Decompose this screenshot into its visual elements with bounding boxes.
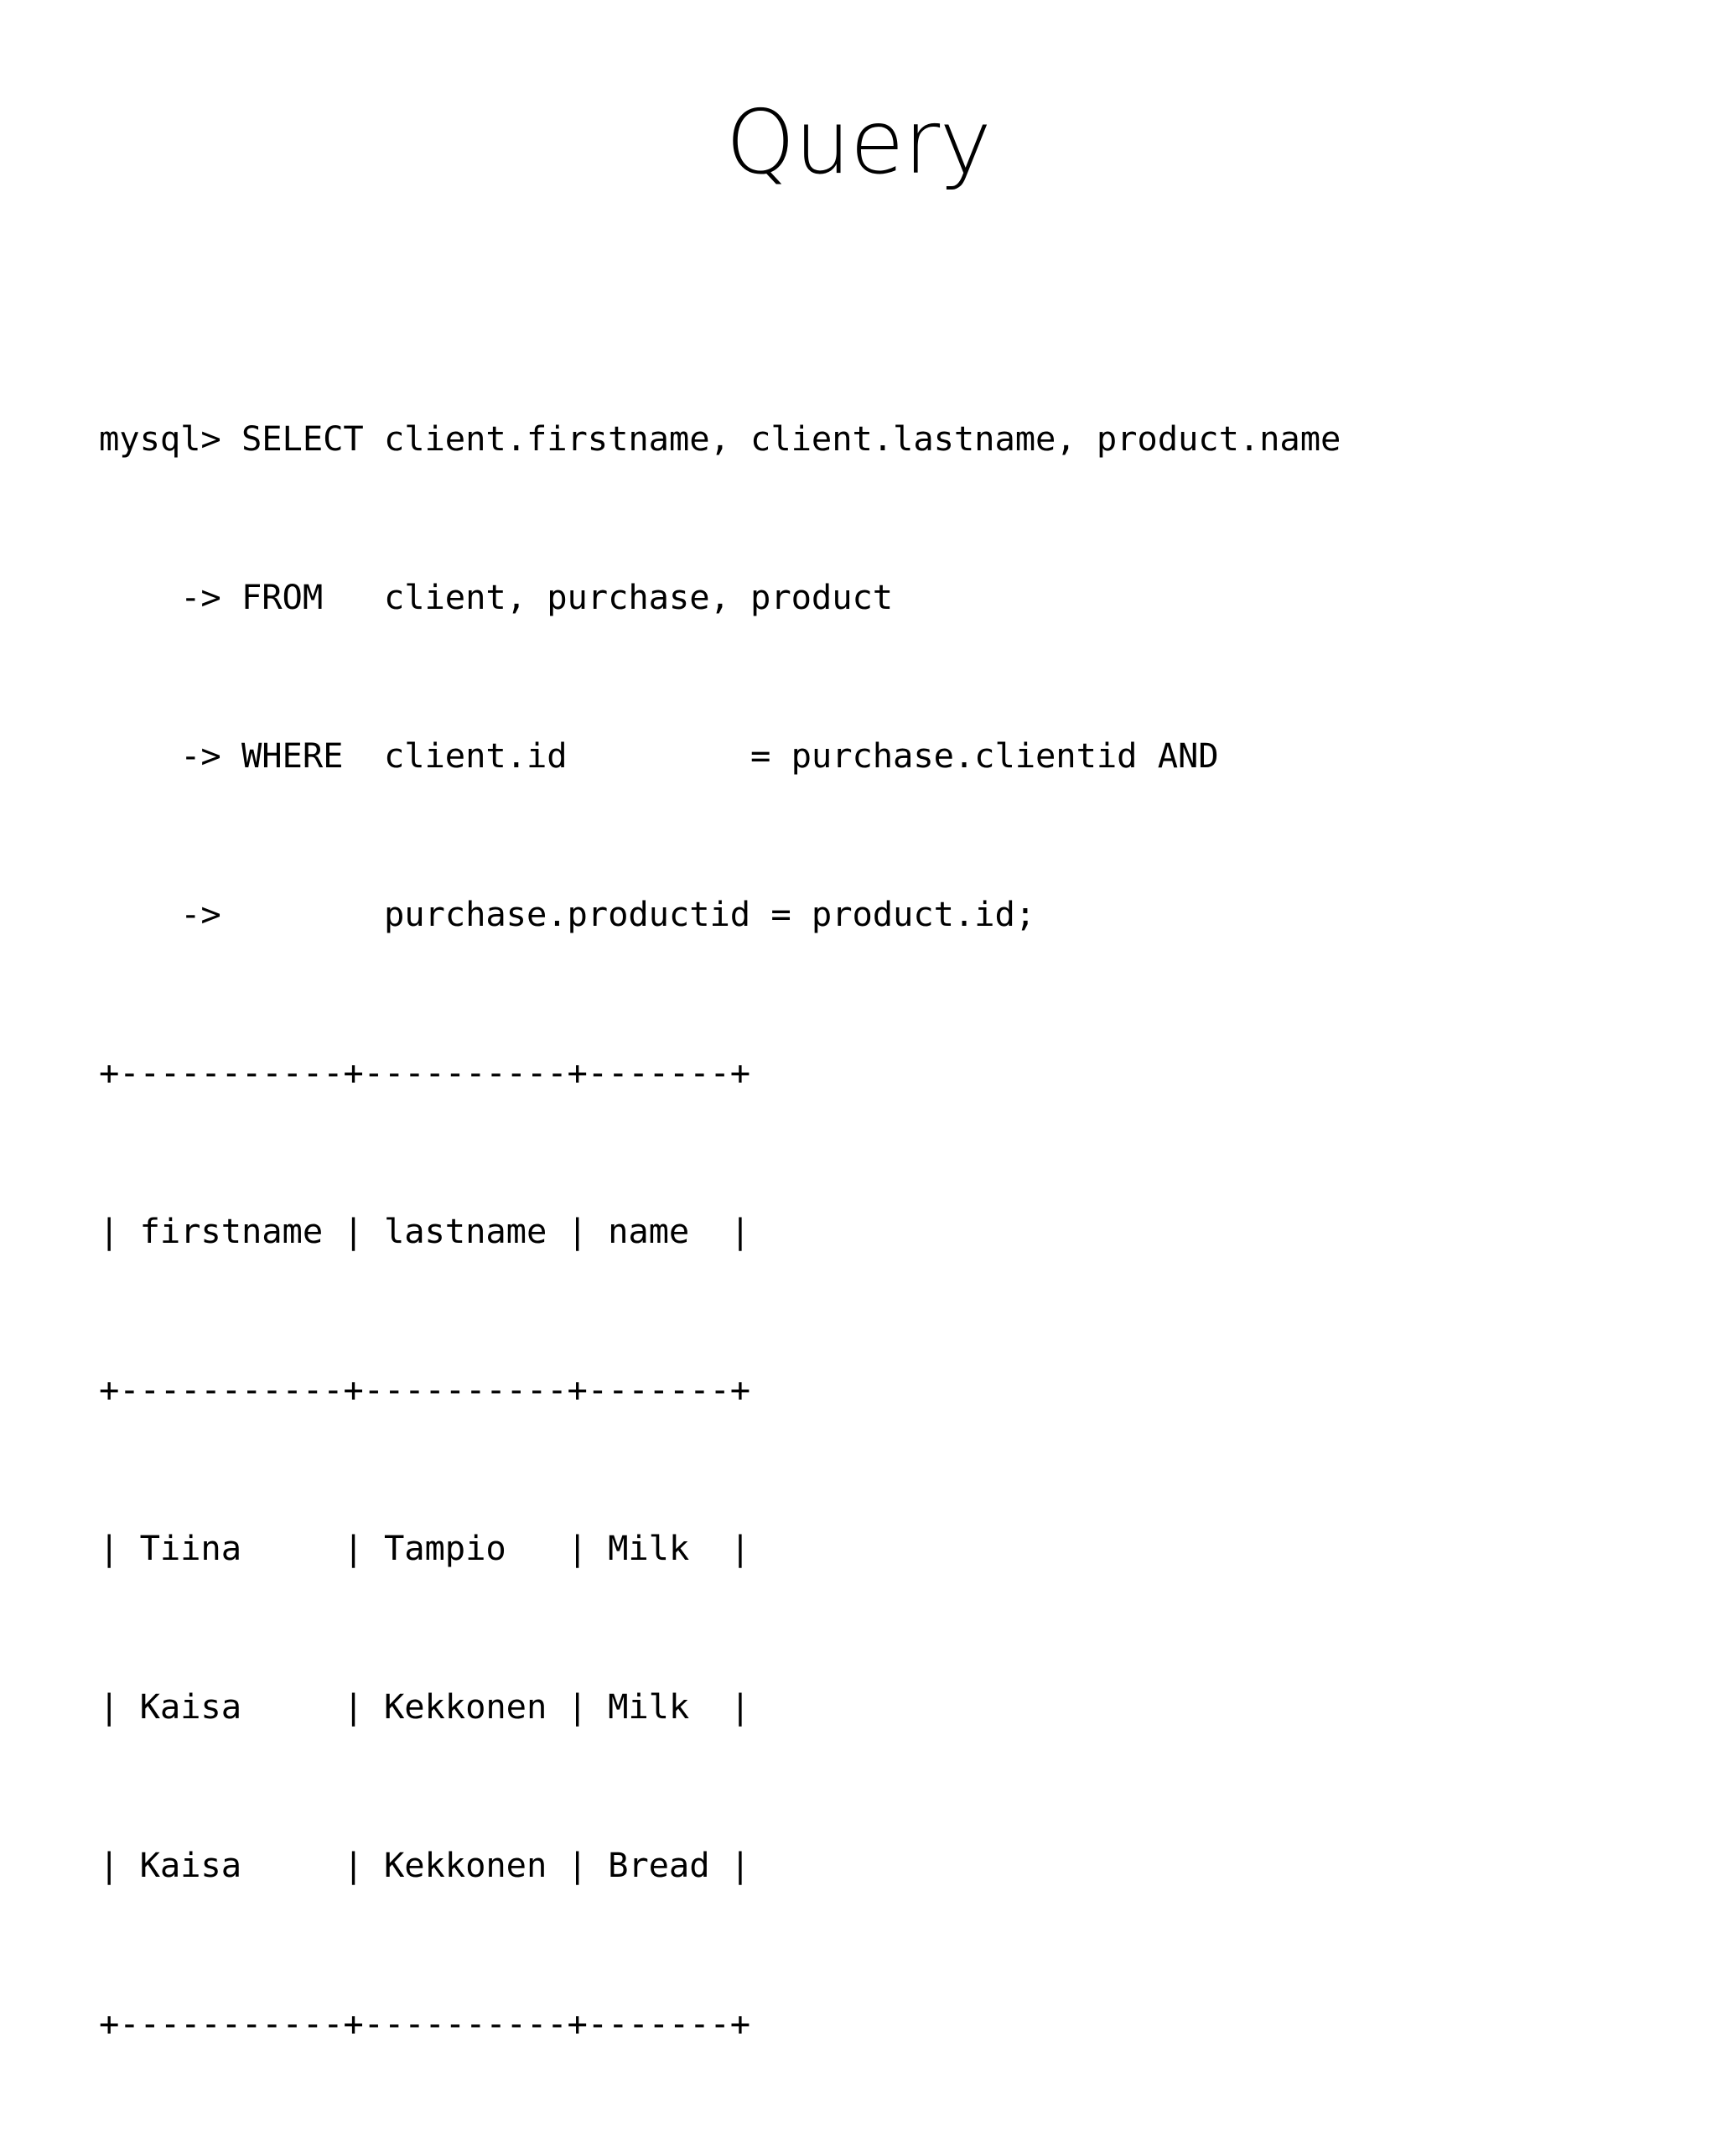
result-table-separator: +-----------+----------+-------+ bbox=[99, 1052, 751, 1093]
table-row: | Tiina | Tampio | Milk | bbox=[99, 1528, 751, 1568]
page-title: Query bbox=[725, 91, 992, 194]
result-table-separator: +-----------+----------+-------+ bbox=[99, 1369, 751, 1410]
result-table-separator: +-----------+----------+-------+ bbox=[99, 2003, 751, 2044]
slide: Query mysql> SELECT client.firstname, cl… bbox=[99, 91, 1341, 2044]
console-line: -> FROM client, purchase, product bbox=[99, 577, 894, 617]
result-table-header-row: | firstname | lastname | name | bbox=[99, 1211, 751, 1251]
mysql-console-transcript: mysql> SELECT client.firstname, client.l… bbox=[99, 307, 1633, 2156]
console-line: -> WHERE client.id = purchase.clientid A… bbox=[99, 735, 1219, 776]
table-row: | Kaisa | Kekkonen | Milk | bbox=[99, 1686, 751, 1727]
console-line: -> purchase.productid = product.id; bbox=[99, 894, 1036, 934]
table-row: | Kaisa | Kekkonen | Bread | bbox=[99, 1845, 751, 1885]
console-line: mysql> SELECT client.firstname, client.l… bbox=[99, 418, 1341, 459]
